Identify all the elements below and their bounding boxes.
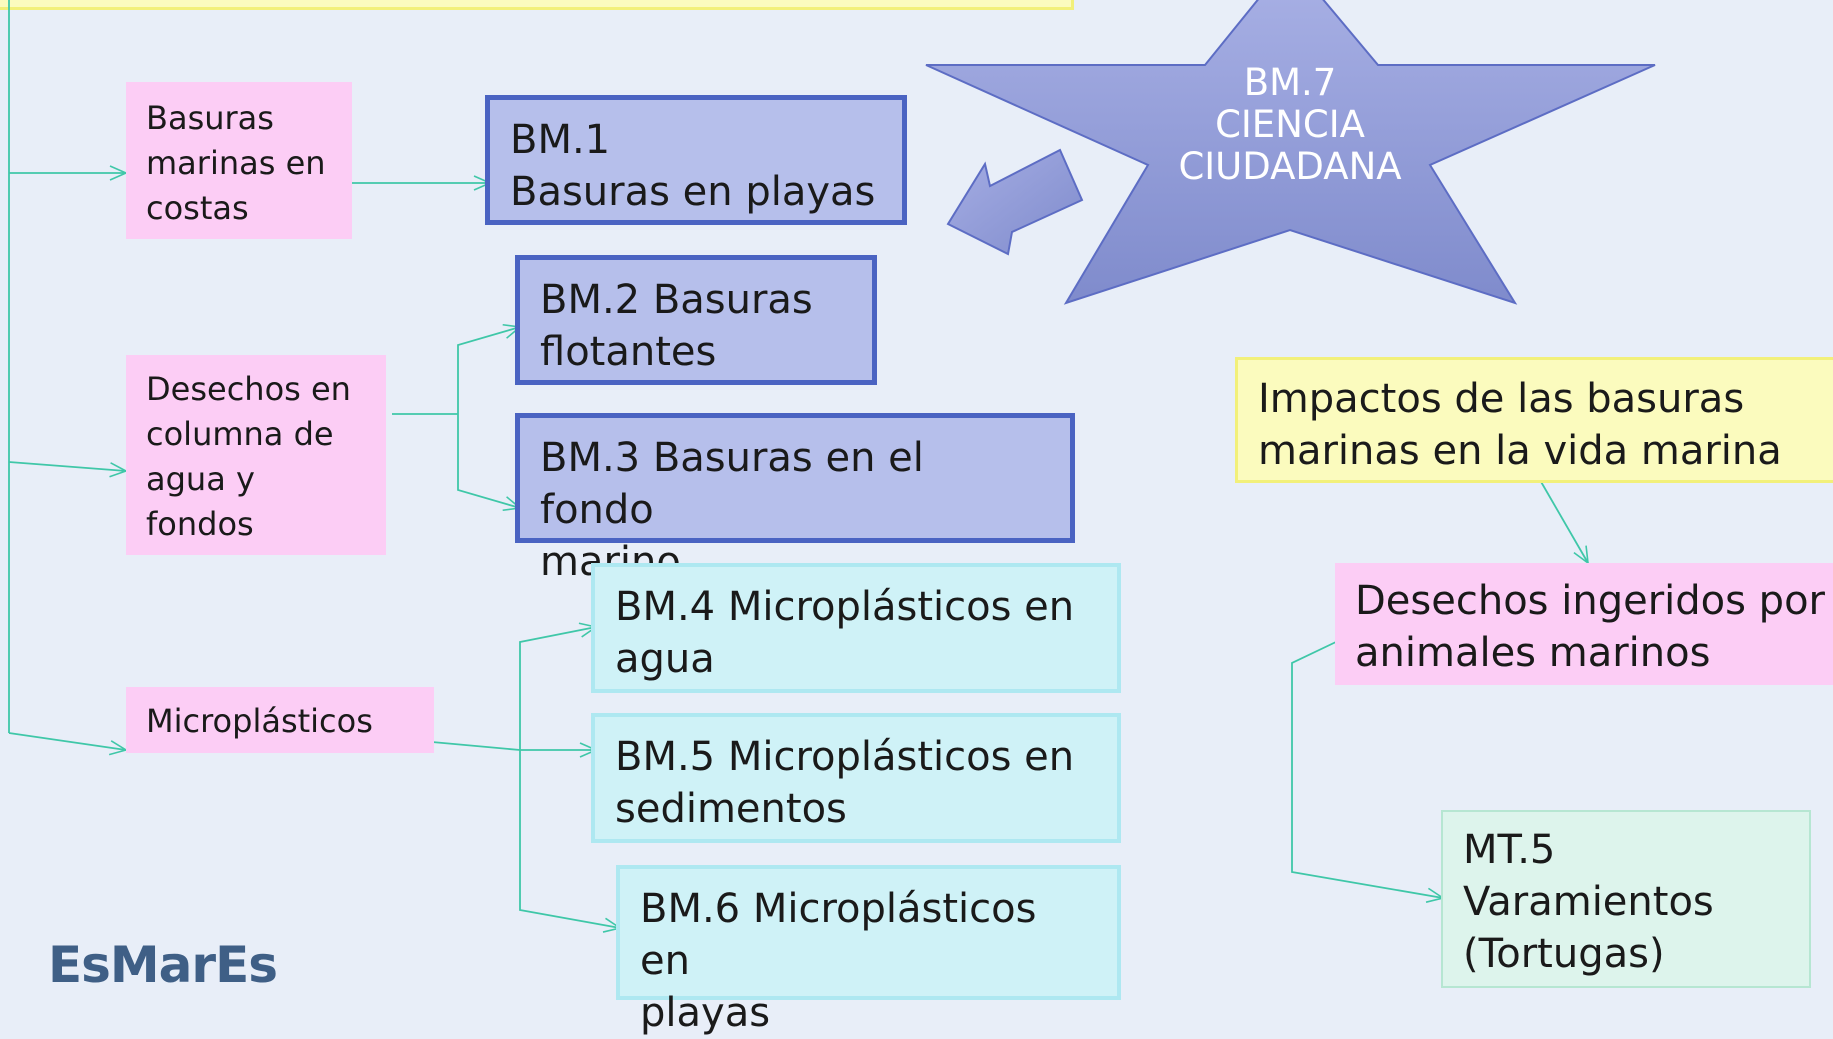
bm3-box: BM.3 Basuras en el fondo marino bbox=[515, 413, 1075, 585]
edge-micro-bm4 bbox=[519, 622, 598, 750]
bm1-box: BM.1 Basuras en playas bbox=[485, 95, 907, 225]
category-basuras-costas: Basuras marinas en costas bbox=[126, 82, 352, 239]
connector-layer bbox=[8, 0, 1656, 933]
star-shape bbox=[925, 0, 1656, 305]
edge-ingeridos-mt5 bbox=[1291, 640, 1445, 903]
category-desechos-columna-label: Desechos en columna de agua y fondos bbox=[146, 370, 351, 543]
edge-trunk-micro bbox=[8, 732, 128, 756]
bm2-label: BM.2 Basuras flotantes bbox=[540, 277, 813, 375]
impactos-label: Impactos de las basuras marinas en la vi… bbox=[1258, 376, 1782, 474]
edge-micro-split bbox=[431, 741, 521, 751]
bm3-label: BM.3 Basuras en el fondo marino bbox=[540, 435, 924, 585]
bm5-label: BM.5 Microplásticos en sedimentos bbox=[615, 734, 1075, 832]
bm4-label: BM.4 Microplásticos en agua bbox=[615, 584, 1075, 682]
impactos-box: Impactos de las basuras marinas en la vi… bbox=[1235, 357, 1833, 483]
mt5-box: MT.5 Varamientos (Tortugas) bbox=[1441, 810, 1811, 988]
category-microplasticos: Microplásticos bbox=[126, 687, 434, 753]
block-arrow-icon bbox=[946, 148, 1084, 256]
category-basuras-costas-label: Basuras marinas en costas bbox=[146, 99, 326, 227]
bm6-box: BM.6 Microplásticos en playas bbox=[616, 865, 1121, 1036]
star-label: BM.7 CIENCIA CIUDADANA bbox=[1178, 61, 1402, 188]
bm2-box: BM.2 Basuras flotantes bbox=[515, 255, 877, 385]
category-desechos-columna: Desechos en columna de agua y fondos bbox=[126, 355, 386, 555]
esmares-logo: EsMarEs bbox=[48, 936, 278, 994]
edge-desechos-bm2 bbox=[457, 323, 522, 414]
edge-trunk-desechos bbox=[8, 461, 128, 478]
mt5-label: MT.5 Varamientos (Tortugas) bbox=[1463, 827, 1714, 977]
edge-desechos-bm3 bbox=[457, 414, 522, 512]
category-microplasticos-label: Microplásticos bbox=[146, 702, 373, 740]
desechos-ingeridos-box: Desechos ingeridos por animales marinos bbox=[1335, 563, 1833, 685]
desechos-ingeridos-label: Desechos ingeridos por animales marinos bbox=[1355, 578, 1825, 676]
bm1-label: BM.1 Basuras en playas bbox=[510, 117, 876, 215]
bm5-box: BM.5 Microplásticos en sedimentos bbox=[591, 713, 1121, 843]
top-title-box bbox=[0, 0, 1074, 10]
edge-micro-bm6 bbox=[519, 750, 622, 933]
bm6-label: BM.6 Microplásticos en playas bbox=[640, 886, 1037, 1036]
edge-impactos-ingeridos bbox=[1539, 479, 1589, 565]
bm4-box: BM.4 Microplásticos en agua bbox=[591, 563, 1121, 693]
